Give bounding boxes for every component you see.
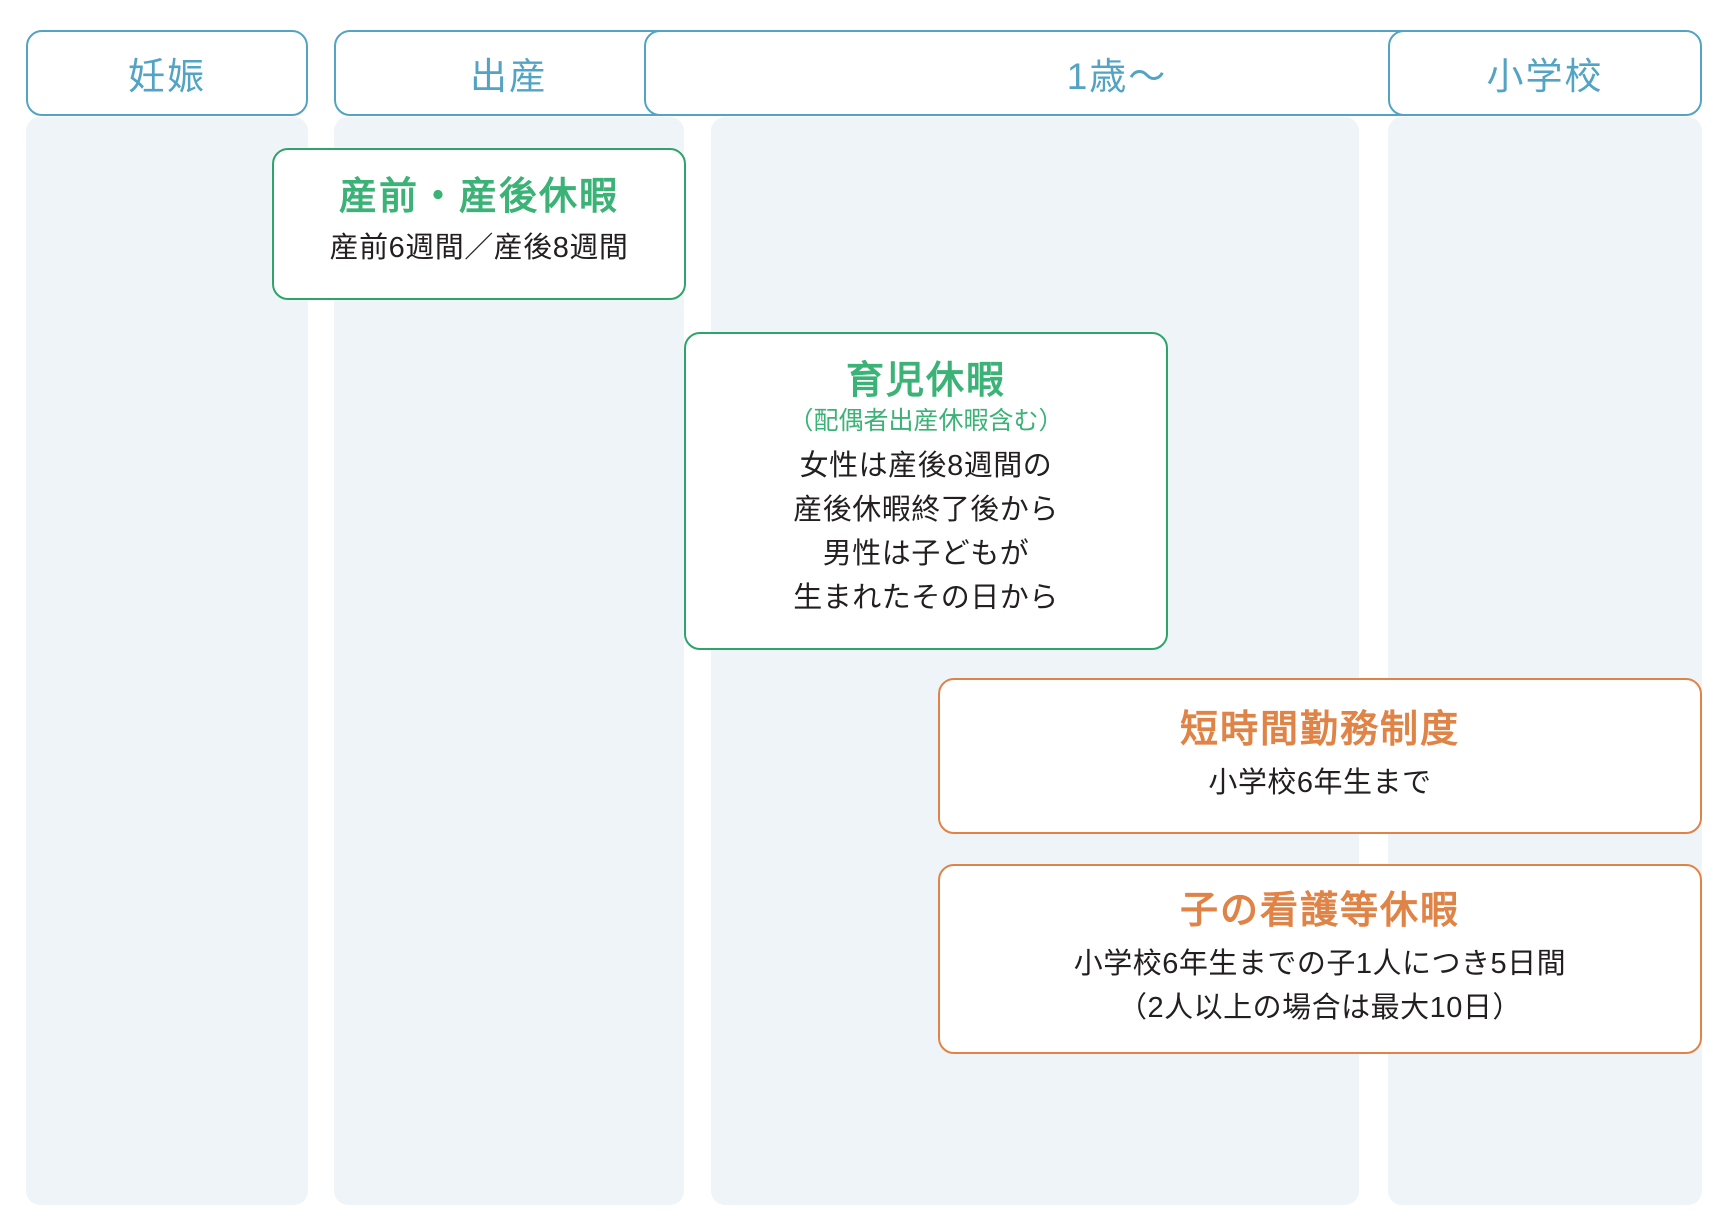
- card-child-nursing-leave: 子の看護等休暇 小学校6年生までの子1人につき5日間 （2人以上の場合は最大10…: [938, 864, 1702, 1054]
- stage-label-one-year-up: 1歳〜: [1066, 56, 1168, 97]
- stage-header-birth: 出産: [334, 30, 684, 116]
- card-maternity-leave: 産前・産後休暇 産前6週間／産後8週間: [272, 148, 686, 300]
- card-childcare-leave-title: 育児休暇: [845, 359, 1006, 402]
- stage-label-pregnancy: 妊娠: [128, 56, 206, 97]
- stage-label-elementary: 小学校: [1486, 56, 1604, 97]
- card-child-nursing-leave-body-line: （2人以上の場合は最大10日）: [1118, 991, 1522, 1024]
- card-childcare-leave-body-line: 産後休暇終了後から: [793, 493, 1059, 526]
- stage-label-birth: 出産: [470, 56, 548, 97]
- stage-header-pregnancy: 妊娠: [26, 30, 308, 116]
- card-short-time-work-title: 短時間勤務制度: [1179, 709, 1460, 752]
- card-short-time-work: 短時間勤務制度 小学校6年生まで: [938, 678, 1702, 834]
- stage-header-elementary: 小学校: [1388, 30, 1702, 116]
- card-childcare-leave-subtitle: （配偶者出産休暇含む）: [788, 407, 1064, 436]
- card-child-nursing-leave-title: 子の看護等休暇: [1179, 890, 1460, 933]
- card-childcare-leave-body: 女性は産後8週間の 産後休暇終了後から 男性は子どもが 生まれたその日から: [793, 444, 1059, 620]
- card-maternity-leave-title: 産前・産後休暇: [338, 176, 619, 219]
- card-short-time-work-body: 小学校6年生まで: [1208, 761, 1431, 805]
- card-child-nursing-leave-body-line: 小学校6年生までの子1人につき5日間: [1073, 947, 1567, 980]
- card-maternity-leave-body-line: 産前6週間／産後8週間: [329, 231, 629, 264]
- card-short-time-work-body-line: 小学校6年生まで: [1208, 766, 1432, 799]
- card-child-nursing-leave-body: 小学校6年生までの子1人につき5日間 （2人以上の場合は最大10日）: [1074, 942, 1566, 1030]
- card-childcare-leave: 育児休暇 （配偶者出産休暇含む） 女性は産後8週間の 産後休暇終了後から 男性は…: [684, 332, 1168, 650]
- card-childcare-leave-body-line: 生まれたその日から: [793, 582, 1059, 615]
- card-maternity-leave-body: 産前6週間／産後8週間: [330, 226, 629, 270]
- stage-track-pregnancy: [26, 117, 308, 1205]
- card-childcare-leave-body-line: 女性は産後8週間の: [799, 449, 1053, 482]
- card-childcare-leave-body-line: 男性は子どもが: [822, 538, 1030, 570]
